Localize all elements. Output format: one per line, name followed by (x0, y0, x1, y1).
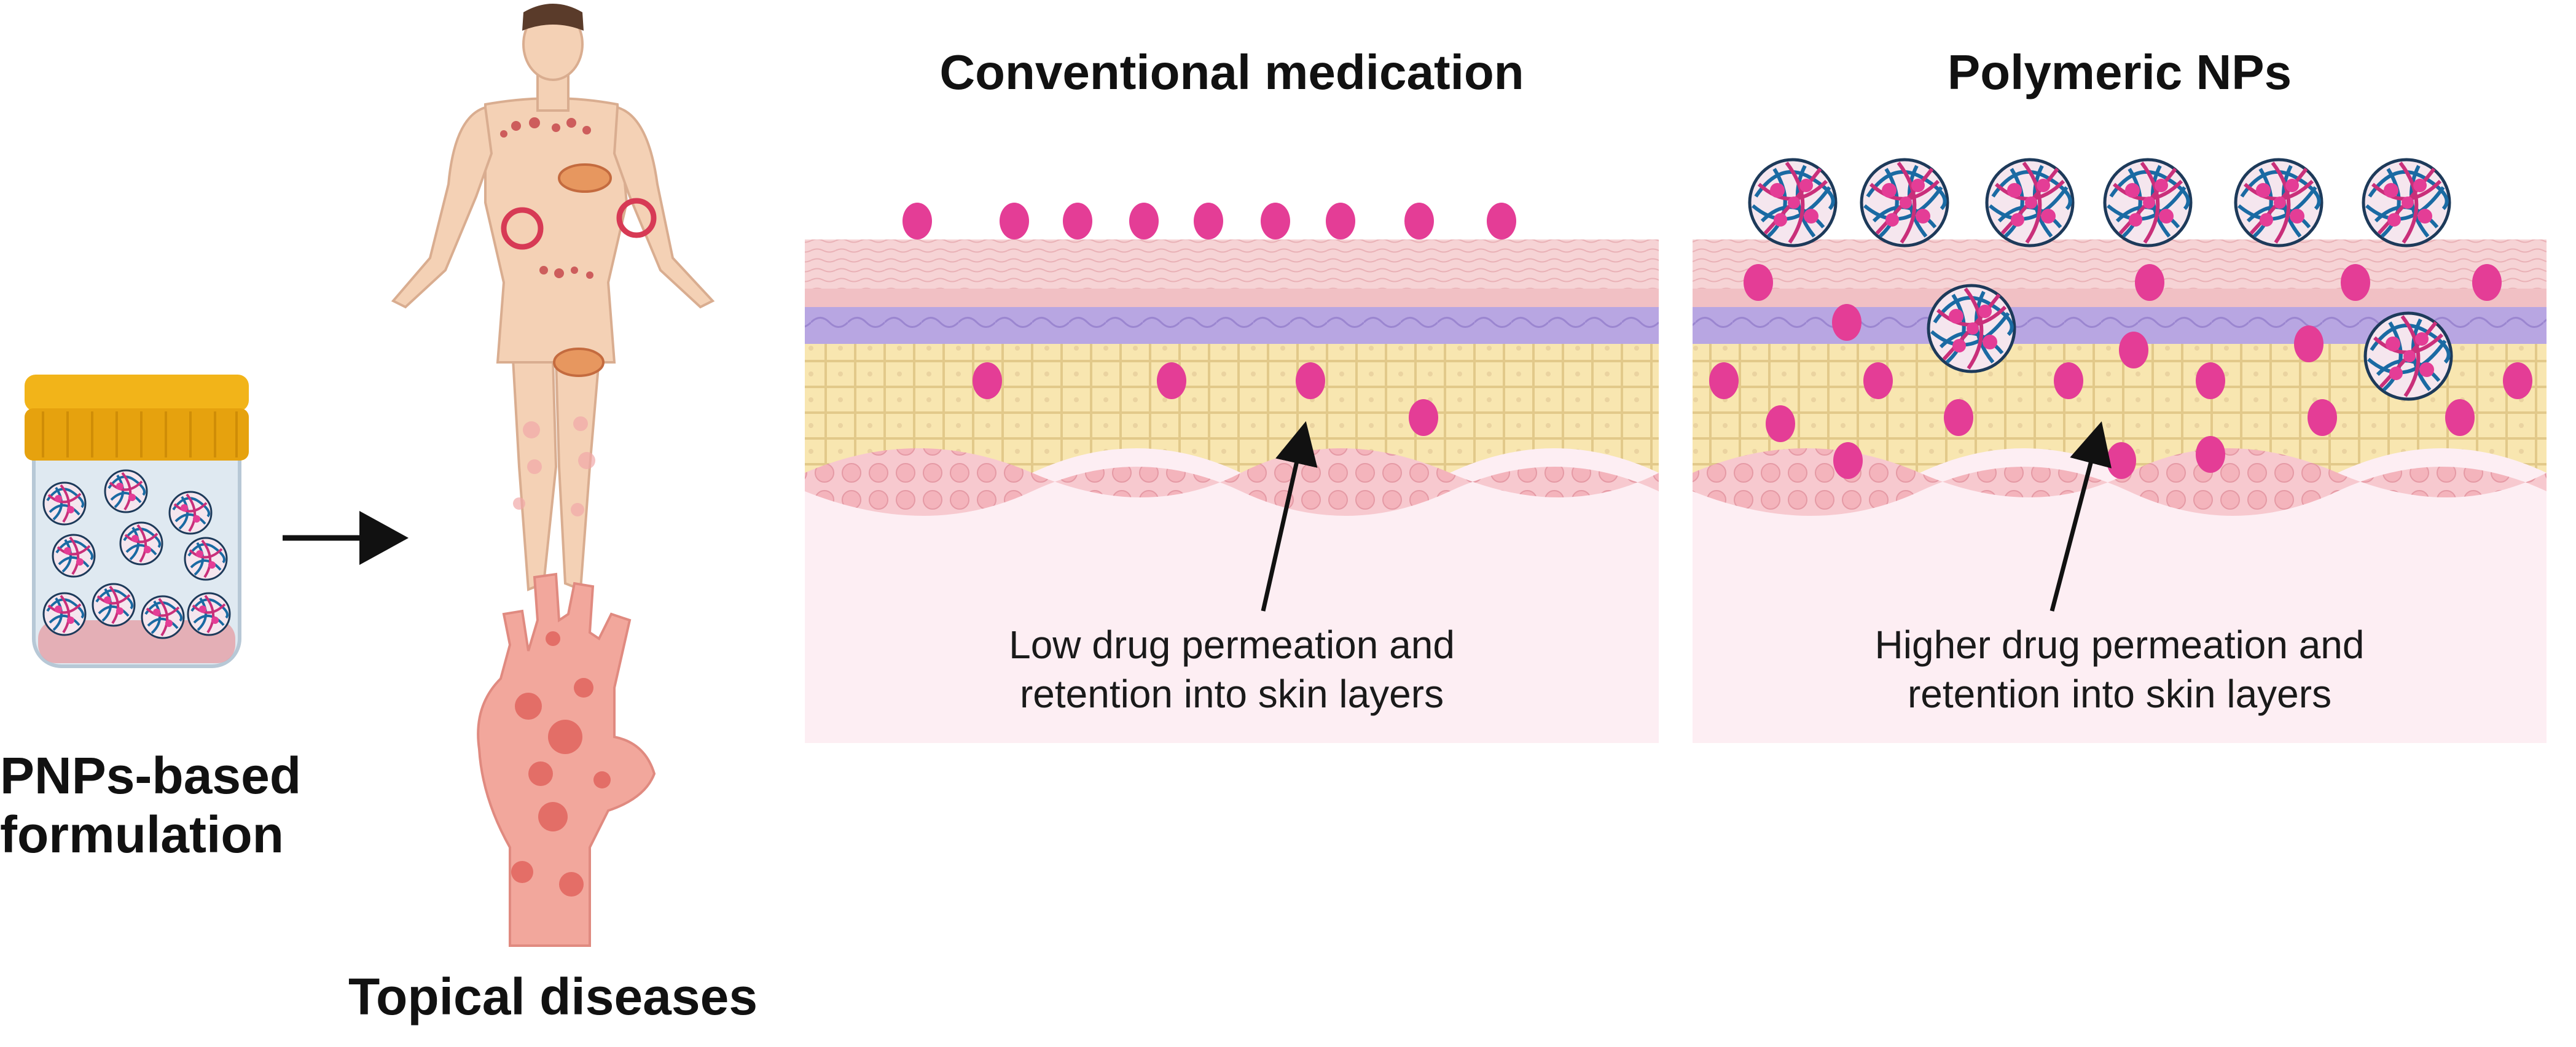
drug-molecule (1766, 405, 1795, 442)
inflamed-hand-icon (477, 572, 656, 947)
polymeric-nanoparticle (2105, 160, 2191, 246)
drug-molecule (2472, 264, 2502, 301)
drug-molecule (2119, 332, 2148, 368)
polymeric-nanoparticle (2236, 160, 2322, 246)
polymeric-nanoparticle (1862, 160, 1948, 246)
drug-molecule (902, 203, 932, 239)
drug-molecule (1157, 362, 1186, 399)
conventional-caption-line2: retention into skin layers (1019, 672, 1444, 716)
formulation-label-line1: PNPs-based (0, 747, 302, 804)
polymeric-nps-title: Polymeric NPs (1947, 45, 2292, 99)
right-arrow-icon (283, 511, 409, 565)
drug-molecule (1863, 362, 1893, 399)
human-body-icon (391, 4, 715, 591)
polymeric-nanoparticle (1750, 160, 1836, 246)
drug-molecule (1000, 203, 1029, 239)
formulation-jar-icon (25, 375, 249, 668)
polymeric-drug-molecules (1709, 264, 2532, 479)
drug-molecule (2445, 399, 2475, 436)
conventional-medication-title: Conventional medication (939, 45, 1524, 99)
formulation-label: PNPs-based formulation (0, 746, 393, 864)
drug-molecule (2503, 362, 2532, 399)
conventional-caption-line1: Low drug permeation and (1009, 623, 1455, 667)
drug-molecule (1709, 362, 1739, 399)
polymeric-nanoparticle (1987, 160, 2073, 246)
polymeric-caption-line2: retention into skin layers (1907, 672, 2332, 716)
drug-molecule (2308, 399, 2337, 436)
topical-diseases-label: Topical diseases (348, 968, 758, 1026)
drug-molecule (1063, 203, 1092, 239)
drug-molecule (1487, 203, 1516, 239)
formulation-label-line2: formulation (0, 806, 284, 863)
drug-molecule (1944, 399, 1973, 436)
drug-molecule (2107, 442, 2136, 479)
drug-molecule (1409, 399, 1438, 436)
polymeric-nanoparticle (2363, 160, 2449, 246)
drug-molecule (2294, 325, 2323, 362)
drug-molecule (1833, 442, 1863, 479)
drug-molecule (2341, 264, 2370, 301)
polymeric-nanoparticle (2365, 313, 2451, 399)
drug-molecule (2196, 362, 2225, 399)
drug-molecule (1832, 304, 1862, 341)
polymeric-nanoparticle (1928, 286, 2014, 372)
drug-molecule (2196, 436, 2225, 473)
polymeric-caption: Higher drug permeation and retention int… (1693, 620, 2547, 718)
drug-molecule (2135, 264, 2164, 301)
polymeric-pointer-arrow (2049, 421, 2112, 612)
drug-molecule (1404, 203, 1434, 239)
drug-molecule (1194, 203, 1223, 239)
drug-molecule (1261, 203, 1290, 239)
polymeric-caption-line1: Higher drug permeation and (1874, 623, 2365, 667)
conventional-skin-panel (805, 239, 1659, 743)
conventional-pointer-arrow (1261, 421, 1318, 612)
drug-molecule (2054, 362, 2083, 399)
conventional-caption: Low drug permeation and retention into s… (805, 620, 1659, 718)
drug-molecule (1744, 264, 1773, 301)
drug-molecule (1326, 203, 1355, 239)
drug-molecule (973, 362, 1002, 399)
drug-molecule (1296, 362, 1325, 399)
conventional-drug-molecules (902, 203, 1516, 436)
drug-molecule (1129, 203, 1159, 239)
